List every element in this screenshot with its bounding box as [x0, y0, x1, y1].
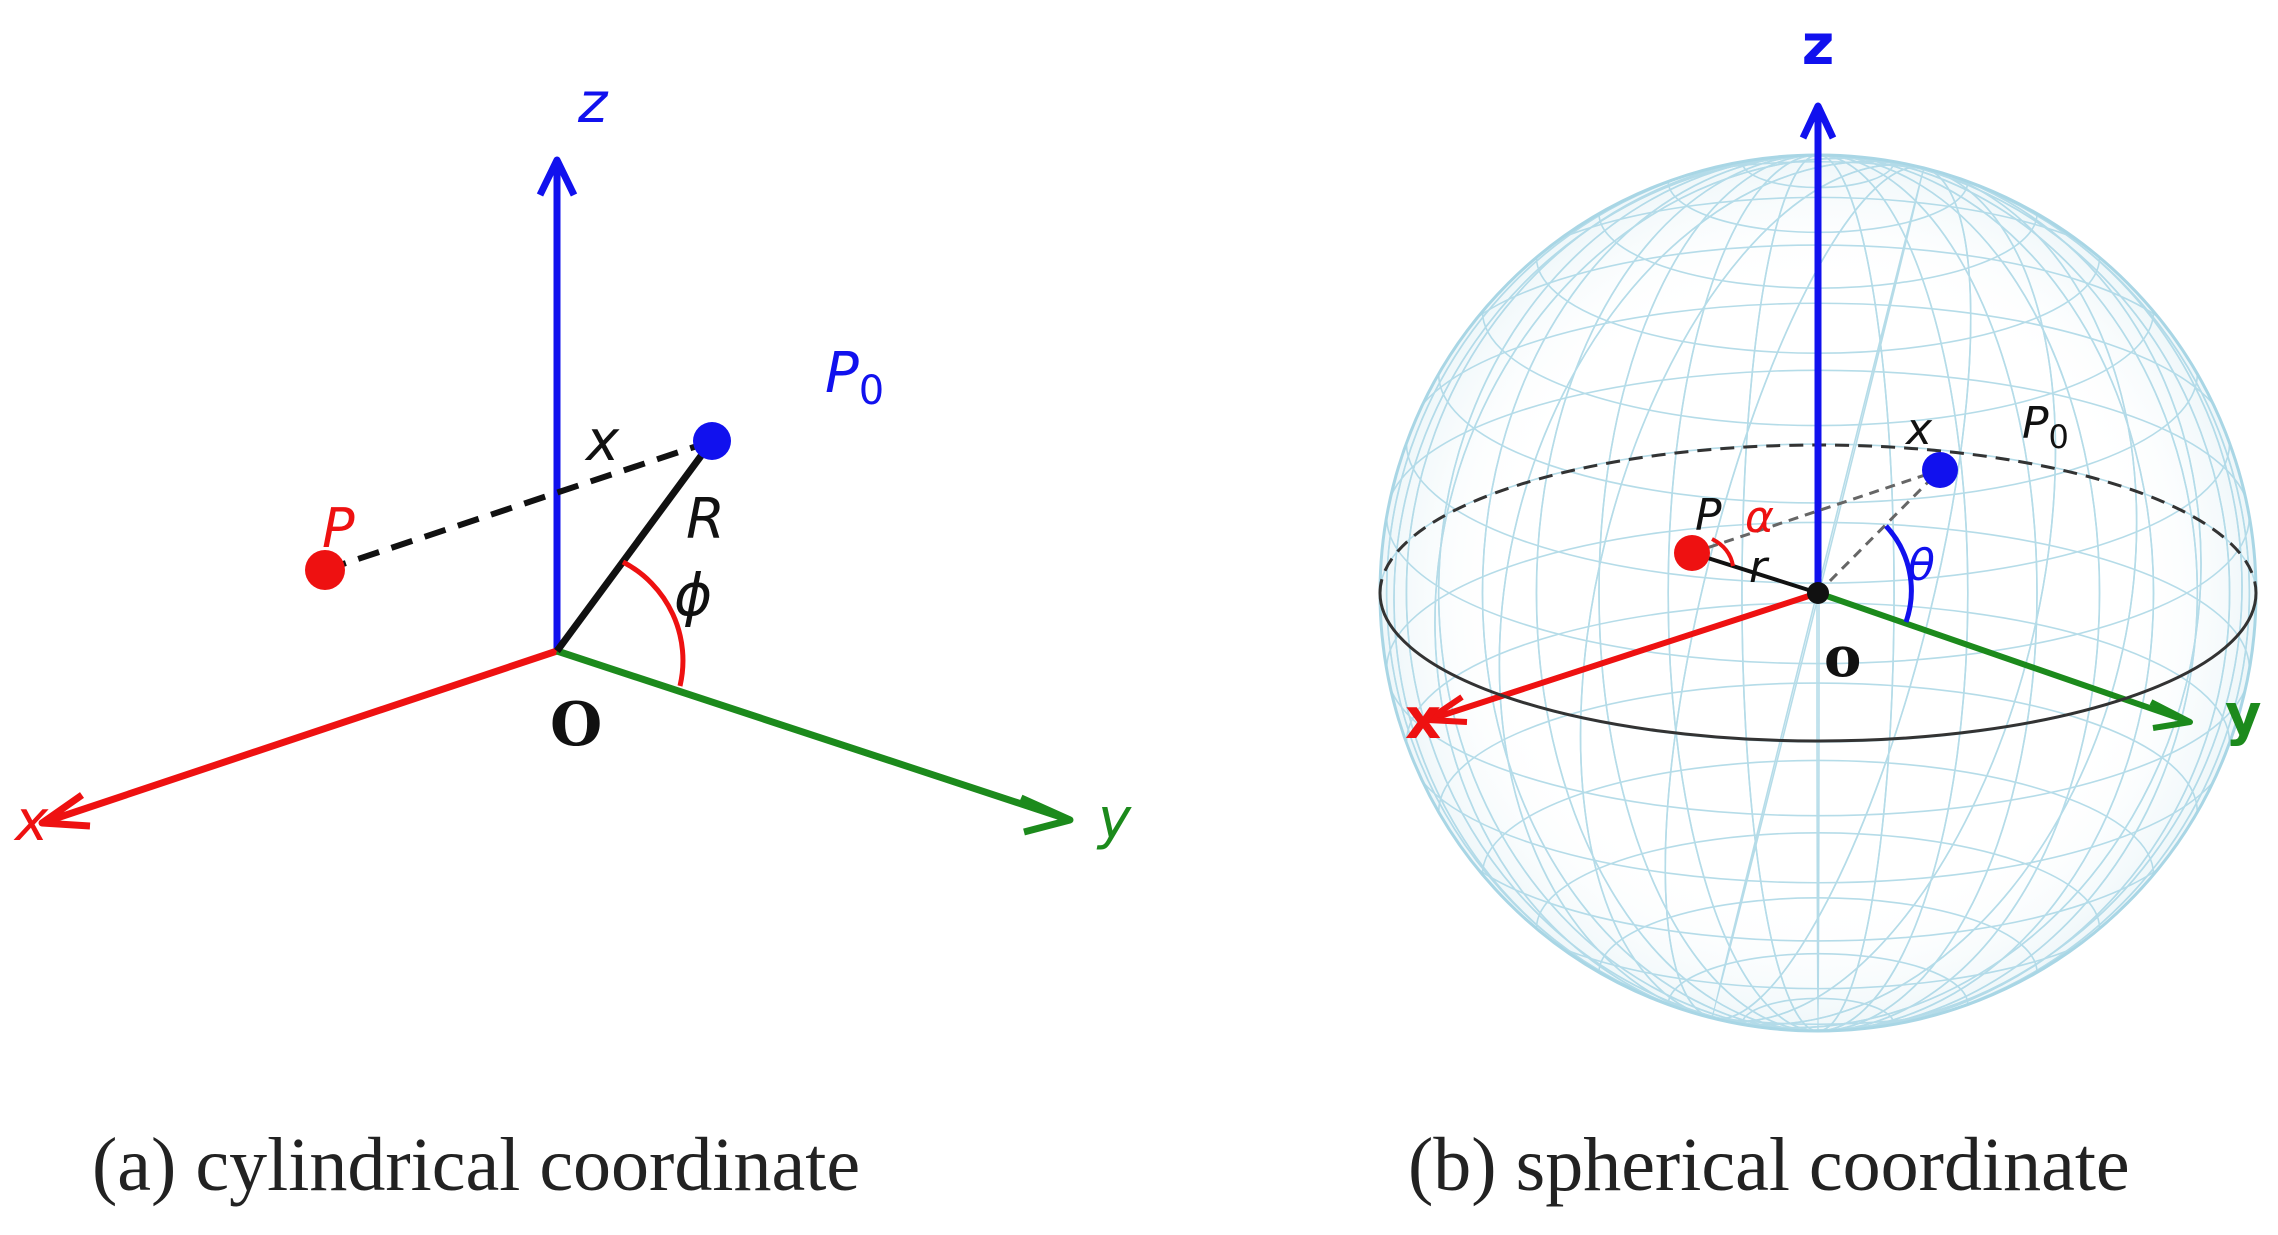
sphere-meridian-line: [1741, 155, 1895, 1031]
panel-spherical: z x y o P α r x P0 θ (b) spherical coord…: [1378, 13, 2262, 1207]
segment-r-label: r: [1749, 542, 1770, 593]
caption-a: (a) cylindrical coordinate: [92, 1123, 860, 1207]
z-axis-label: z: [577, 71, 609, 136]
z-axis-label: z: [1802, 13, 1835, 78]
segment-origin-p0: [1816, 468, 1942, 595]
equator-front: [1378, 592, 2258, 743]
sphere-meridian-line: [1598, 155, 2038, 1031]
z-axis: [536, 156, 578, 651]
sphere-meridian-line: [1535, 155, 2101, 1031]
angle-phi-label: ϕ: [674, 561, 712, 629]
point-p: [1674, 535, 1710, 571]
segment-x-dashed: [1691, 468, 1941, 555]
segment-r: [1691, 551, 1819, 595]
origin-label: o: [1824, 624, 1861, 690]
segment-x-dashed: [324, 438, 713, 573]
angle-alpha-label: α: [1745, 492, 1774, 543]
sphere-meridian-line: [1385, 155, 2251, 1031]
origin-point: [1807, 582, 1829, 604]
y-axis-label: y: [2225, 683, 2262, 748]
segment-x-label: x: [1904, 404, 1933, 455]
x-axis-label: x: [1405, 687, 1441, 752]
segment-x-label: x: [584, 409, 620, 474]
segment-R: [554, 438, 715, 654]
y-axis: [555, 647, 1074, 836]
point-p0-label: P0: [825, 341, 884, 414]
point-p: [305, 550, 345, 590]
panel-cylindrical: z x y O P P0 x R ϕ (a) cylindrical coord…: [13, 71, 1132, 1207]
segment-R-label: R: [686, 487, 725, 552]
point-p0: [1922, 452, 1958, 488]
sphere-meridian-line: [1405, 155, 2231, 1031]
y-axis: [1817, 590, 2193, 731]
y-axis-label: y: [1096, 787, 1132, 852]
x-axis: [1425, 590, 1819, 725]
angle-theta-label: θ: [1908, 540, 1935, 591]
point-p0-base: P: [825, 341, 859, 406]
sphere-meridian-line: [1667, 155, 1969, 1031]
point-p0-label: P0: [2022, 398, 2069, 456]
point-p-label: P: [1695, 490, 1722, 541]
sphere-meridian-line: [1437, 155, 2199, 1031]
sphere-meridian-line: [1481, 155, 2155, 1031]
point-p0-subscript: 0: [859, 368, 884, 414]
point-p0: [693, 422, 731, 460]
point-p0-subscript: 0: [2049, 418, 2069, 456]
angle-theta-arc: [1884, 524, 1914, 623]
origin-label: O: [550, 690, 602, 760]
z-axis: [1799, 102, 1837, 593]
caption-b: (b) spherical coordinate: [1408, 1123, 2130, 1207]
x-axis: [38, 647, 559, 830]
sphere-wireframe: [1378, 153, 2258, 1033]
x-axis-label: x: [13, 789, 49, 854]
point-p-label: P: [322, 497, 355, 560]
angle-phi-arc: [621, 559, 686, 687]
angle-alpha-arc: [1711, 537, 1735, 567]
point-p0-base: P: [2022, 398, 2049, 449]
